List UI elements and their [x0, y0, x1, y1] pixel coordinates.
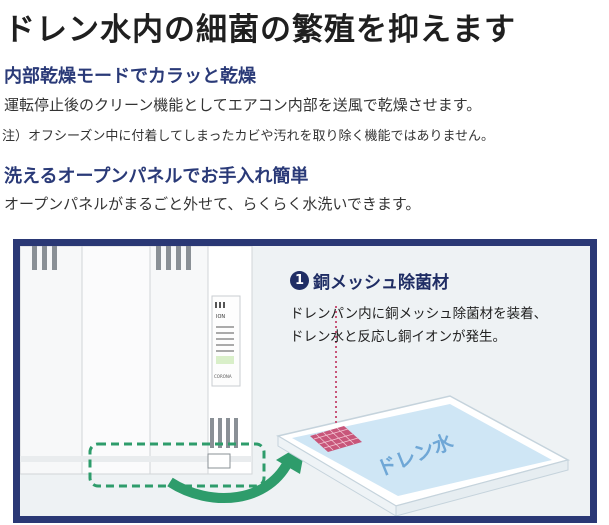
callout-line-1: ドレンパン内に銅メッシュ除菌材を装着、 [290, 306, 548, 322]
section1-title: 内部乾燥モードでカラッと乾燥 [4, 66, 256, 87]
drain-tray [276, 395, 571, 516]
air-conditioner-unit: ION CORONA [20, 246, 253, 475]
section2-title: 洗えるオープンパネルでお手入れ簡単 [4, 166, 309, 187]
callout-title-text: 銅メッシュ除菌材 [313, 273, 449, 293]
callout-line-2: ドレン水と反応し銅イオンが発生。 [290, 329, 506, 345]
section2-body: オープンパネルがまるごと外せて、らくらく水洗いできます。 [4, 195, 421, 213]
headline: ドレン水内の細菌の繁殖を抑えます [4, 12, 516, 48]
callout-title: 1 銅メッシュ除菌材 [290, 268, 449, 293]
callout-number: 1 [290, 271, 309, 290]
unit-brand-text: CORONA [214, 374, 232, 379]
copper-mesh [310, 426, 362, 452]
arrow-shaft [167, 455, 295, 504]
illustration-drawing: ION CORONA [20, 246, 571, 516]
illustration-panel: ION CORONA [13, 239, 597, 523]
section1-note: 注）オフシーズン中に付着してしまったカビや汚れを取り除く機能ではありません。 [2, 129, 495, 144]
section1-body: 運転停止後のクリーン機能としてエアコン内部を送風で乾燥させます。 [4, 96, 482, 114]
unit-model-text: ION [216, 314, 225, 320]
